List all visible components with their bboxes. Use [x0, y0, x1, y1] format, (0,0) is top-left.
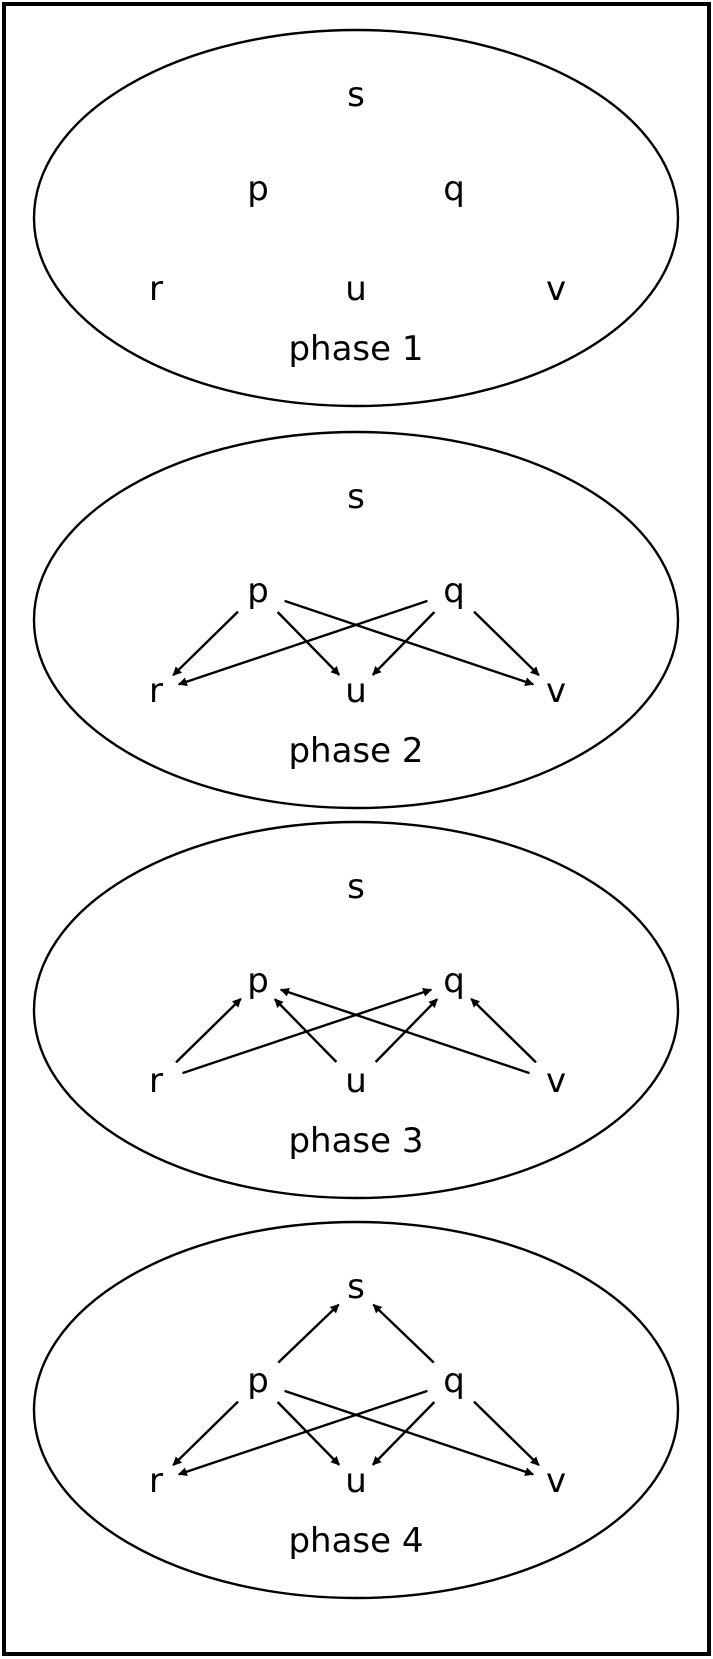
- node-s: s: [347, 75, 365, 115]
- edge-p-to-u: [276, 1401, 341, 1466]
- node-u: u: [345, 1061, 367, 1101]
- phase-ellipse: [32, 820, 680, 1200]
- node-v: v: [546, 1461, 566, 1501]
- phase-label: phase 3: [288, 1121, 423, 1161]
- node-p: p: [247, 961, 269, 1001]
- node-p: p: [247, 169, 269, 209]
- phase-ellipse: [32, 28, 680, 408]
- phase-3: s p q r u v phase 3: [32, 820, 680, 1200]
- node-u: u: [345, 671, 367, 711]
- edge-p-to-v: [284, 599, 535, 687]
- node-r: r: [149, 671, 163, 711]
- phase-label: phase 1: [288, 329, 423, 369]
- phase-4: s p q r u v phase 4: [32, 1220, 680, 1600]
- node-r: r: [149, 269, 163, 309]
- edge-p-to-s: [277, 1303, 340, 1364]
- edge-q-to-r: [177, 599, 428, 687]
- edge-r-to-p: [175, 997, 242, 1064]
- edge-u-to-p: [273, 998, 338, 1063]
- phase-ellipse: [32, 430, 680, 810]
- node-s: s: [347, 477, 365, 517]
- node-q: q: [443, 169, 465, 209]
- node-v: v: [546, 269, 566, 309]
- node-q: q: [443, 1361, 465, 1401]
- node-u: u: [345, 1461, 367, 1501]
- node-u: u: [345, 269, 367, 309]
- edge-p-to-v: [284, 1389, 535, 1477]
- node-v: v: [546, 671, 566, 711]
- phase-label: phase 4: [288, 1521, 423, 1561]
- node-r: r: [149, 1061, 163, 1101]
- edge-q-to-r: [177, 1389, 428, 1477]
- node-q: q: [443, 961, 465, 1001]
- node-p: p: [247, 1361, 269, 1401]
- node-v: v: [546, 1061, 566, 1101]
- edge-p-to-r: [172, 610, 239, 677]
- node-s: s: [347, 867, 365, 907]
- edge-q-to-u: [371, 611, 436, 676]
- edge-v-to-q: [470, 997, 537, 1064]
- node-r: r: [149, 1461, 163, 1501]
- edge-q-to-u: [371, 1401, 436, 1466]
- edge-q-to-v: [473, 1400, 540, 1467]
- phase-ellipse: [32, 1220, 680, 1600]
- phase-label: phase 2: [288, 731, 423, 771]
- edge-p-to-u: [276, 611, 341, 676]
- node-q: q: [443, 571, 465, 611]
- edge-p-to-r: [172, 1400, 239, 1467]
- edge-q-to-s: [372, 1303, 435, 1364]
- node-s: s: [347, 1267, 365, 1307]
- phase-2: s p q r u v phase 2: [32, 430, 680, 810]
- edge-v-to-p: [279, 987, 530, 1075]
- phase-1: s p q r u v phase 1: [32, 28, 680, 408]
- edge-q-to-v: [473, 610, 540, 677]
- node-p: p: [247, 571, 269, 611]
